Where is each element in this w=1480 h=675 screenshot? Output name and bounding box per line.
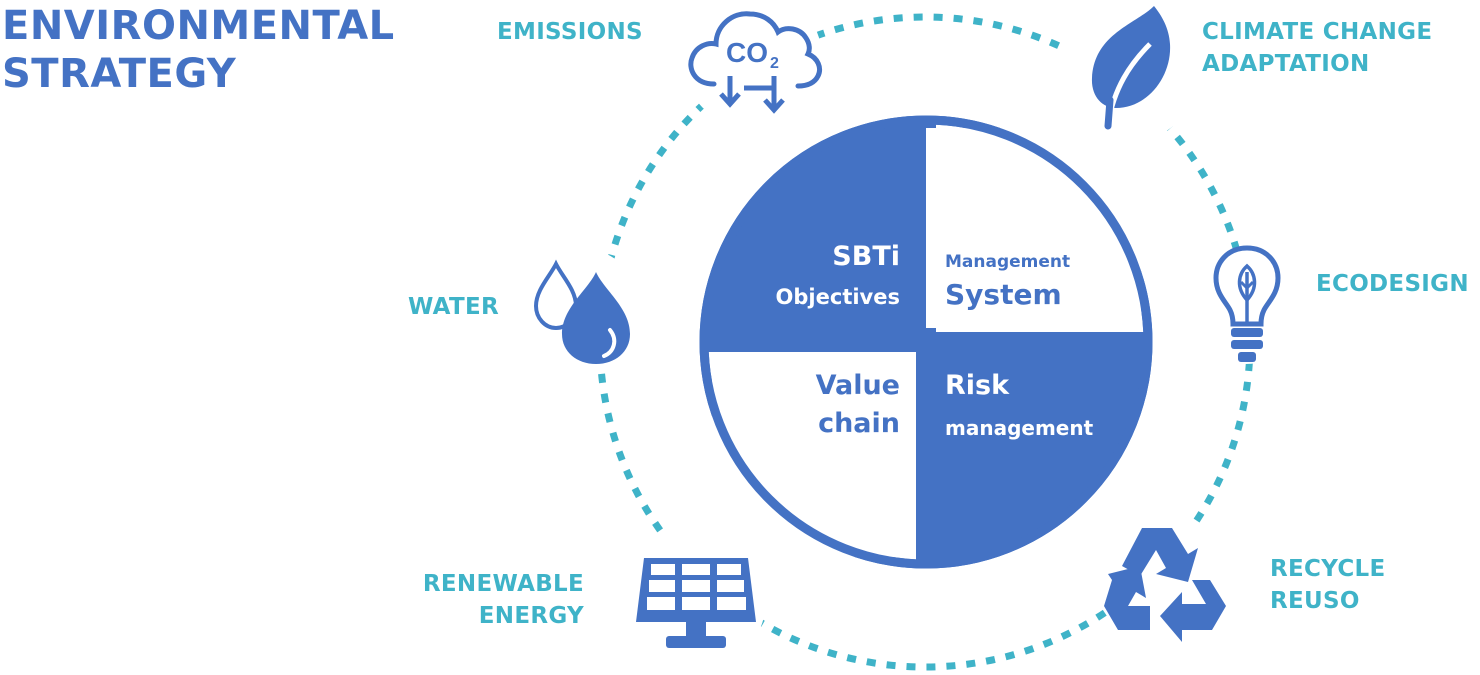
recycle-icon: [1104, 528, 1226, 642]
leaf-icon: [1091, 6, 1171, 130]
recycle-line-2: REUSO: [1270, 588, 1360, 614]
value-line-2: chain: [818, 408, 900, 439]
quadrant-management-sub: System: [945, 276, 1062, 314]
label-renewable: RENEWABLE ENERGY: [384, 568, 584, 632]
risk-line-1: Risk: [945, 370, 1010, 401]
quadrant-sbti-sub: Objectives: [700, 282, 900, 312]
sbti-line-2: Objectives: [775, 285, 900, 309]
co2-cloud-icon: CO 2: [688, 11, 823, 114]
label-climate: CLIMATE CHANGE ADAPTATION: [1202, 16, 1432, 80]
label-recycle: RECYCLE REUSO: [1270, 553, 1385, 617]
co2-text: CO: [726, 37, 768, 68]
quadrant-risk-text: Risk: [945, 367, 1009, 405]
climate-line-2: ADAPTATION: [1202, 51, 1370, 77]
co2-subscript: 2: [770, 55, 779, 72]
sbti-line-1: SBTi: [832, 241, 900, 272]
quadrant-sbti: [704, 120, 916, 332]
quadrant-sbti-text: SBTi: [700, 238, 900, 276]
quadrant-value-text: Value chain: [700, 367, 900, 443]
value-line-1: Value: [815, 370, 900, 401]
quadrant-risk-sub: management: [945, 414, 1093, 442]
divider-horizontal: [704, 332, 1148, 352]
risk-line-2: management: [945, 416, 1094, 440]
quadrant-management-text: Management: [945, 250, 1070, 274]
management-line-1: Management: [945, 252, 1071, 272]
label-water: WATER: [408, 294, 499, 320]
climate-line-1: CLIMATE CHANGE: [1202, 19, 1433, 45]
water-drops-icon: [533, 259, 630, 364]
solar-panel-icon: [636, 558, 756, 648]
quadrant-risk: [936, 352, 1148, 564]
recycle-line-1: RECYCLE: [1270, 556, 1386, 582]
renewable-line-2: ENERGY: [478, 603, 584, 629]
center-pie: [699, 115, 1153, 569]
renewable-line-1: RENEWABLE: [422, 571, 584, 597]
title-line-1: ENVIRONMENTAL: [2, 3, 395, 49]
label-ecodesign: ECODESIGN: [1316, 271, 1469, 297]
title-line-2: STRATEGY: [2, 51, 237, 97]
page-title: ENVIRONMENTAL STRATEGY: [2, 2, 395, 98]
lightbulb-leaf-icon: [1213, 245, 1281, 362]
label-emissions: EMISSIONS: [497, 19, 643, 45]
management-line-2: System: [945, 278, 1062, 311]
